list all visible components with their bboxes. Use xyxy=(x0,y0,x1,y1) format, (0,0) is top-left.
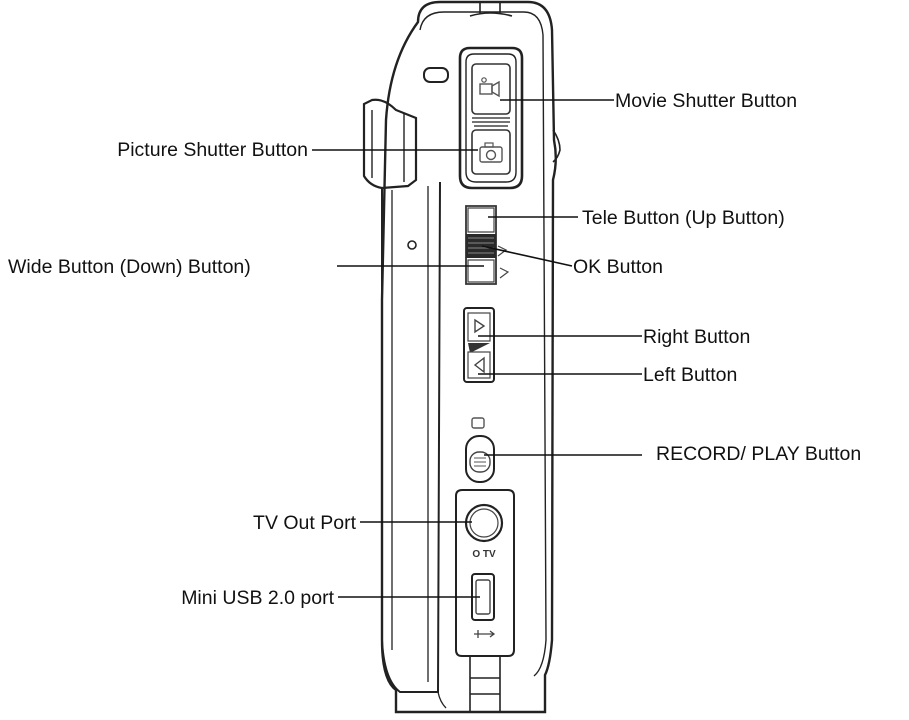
ok-key[interactable] xyxy=(466,234,496,258)
zoom-rocker[interactable] xyxy=(465,205,510,285)
label-tele: Tele Button (Up Button) xyxy=(582,207,785,229)
label-tv-out: TV Out Port xyxy=(253,512,357,534)
label-picture-shutter: Picture Shutter Button xyxy=(117,139,308,161)
label-wide: Wide Button (Down) Button) xyxy=(8,256,251,278)
picture-shutter-key[interactable] xyxy=(471,129,511,175)
label-left: Left Button xyxy=(643,364,737,386)
label-movie-shutter: Movie Shutter Button xyxy=(615,90,797,112)
camera-icon xyxy=(479,142,503,163)
tv-out-jack[interactable] xyxy=(464,503,504,543)
leader-ok xyxy=(481,245,573,267)
label-record-play: RECORD/ PLAY Button xyxy=(656,443,861,465)
usb-icon xyxy=(474,630,496,638)
camcorder-body: O TV xyxy=(362,0,561,714)
label-mini-usb: Mini USB 2.0 port xyxy=(181,587,334,609)
triangle-left-icon xyxy=(473,356,485,374)
video-camera-icon xyxy=(479,77,500,98)
right-left-keys[interactable] xyxy=(463,307,495,383)
label-ok: OK Button xyxy=(573,256,663,278)
triangle-right-icon xyxy=(474,318,486,334)
movie-shutter-key[interactable] xyxy=(471,63,511,115)
tv-port-marking: O TV xyxy=(472,549,496,560)
leader-lines xyxy=(312,99,642,598)
record-play-switch[interactable] xyxy=(465,417,495,483)
label-right: Right Button xyxy=(643,326,750,348)
callout-labels: Movie Shutter Button Picture Shutter But… xyxy=(8,90,861,609)
